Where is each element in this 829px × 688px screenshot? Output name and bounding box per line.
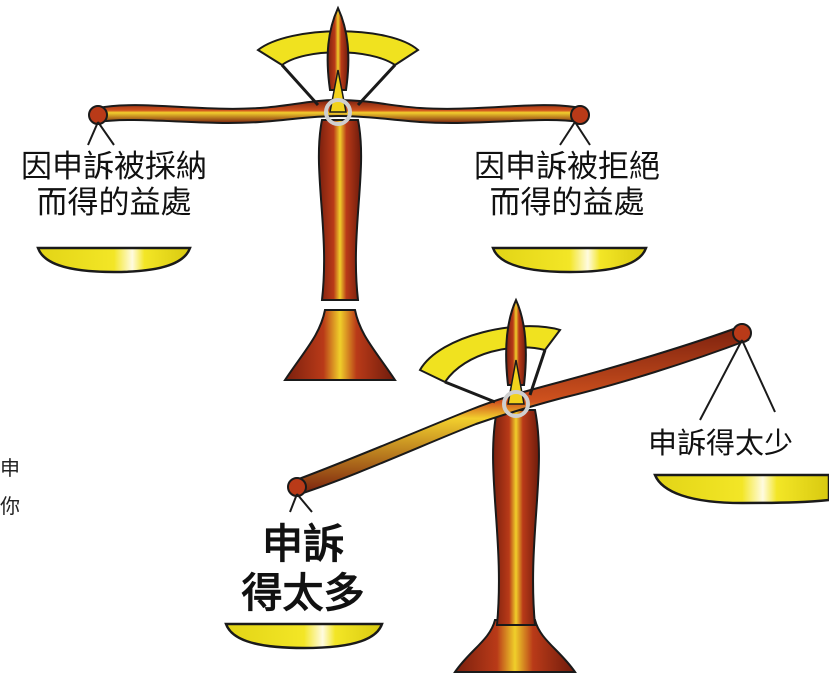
top-right-pan-label-line2: 而得的益處 [489, 184, 645, 221]
bottom-balance-scale [224, 297, 829, 673]
top-right-pan-label-line1: 因申訴被拒絕 [474, 149, 660, 185]
top-scale-column [317, 119, 363, 301]
side-text-line2: 你 [0, 494, 20, 518]
bottom-scale-column [492, 409, 540, 626]
top-right-pan [491, 246, 648, 274]
top-balance-scale [36, 5, 648, 381]
top-left-pan [36, 246, 192, 274]
bottom-right-pan-label: 申訴得太少 [648, 427, 794, 460]
top-right-pan-label: 因申訴被拒絕 而得的益處 [461, 149, 673, 221]
bottom-right-pan [653, 473, 829, 505]
top-scale-base [283, 309, 397, 381]
bottom-left-pan-label-line2: 得太多 [241, 569, 365, 618]
top-left-pan-label: 因申訴被採納 而得的益處 [8, 149, 220, 221]
bottom-left-pan-label: 申訴 得太多 [228, 520, 378, 618]
bottom-left-pan-label-line1: 申訴 [262, 520, 344, 568]
bottom-scale-dial [418, 325, 562, 384]
top-left-pan-label-line2: 而得的益處 [36, 184, 192, 221]
bottom-scale-base [453, 619, 577, 673]
top-left-pan-label-line1: 因申訴被採納 [21, 149, 207, 185]
side-text-line1: 申 [0, 456, 20, 480]
bottom-left-pan [224, 622, 384, 650]
